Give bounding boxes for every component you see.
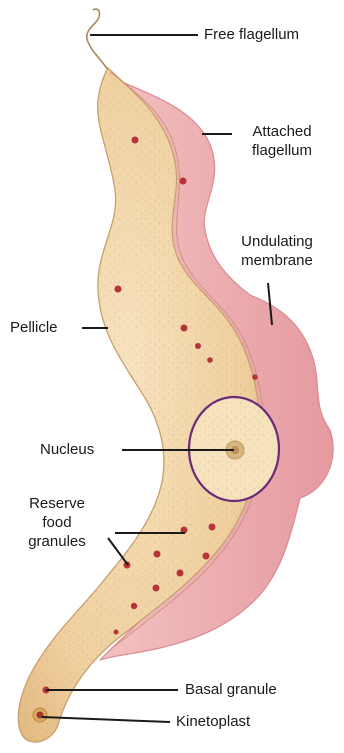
kinetoplast [33, 708, 47, 722]
label-reserve-food-granules: Reserve food granules [2, 494, 112, 551]
label-basal-granule: Basal granule [185, 680, 277, 699]
label-attached-flagellum-line1: Attached [232, 122, 332, 141]
label-undulating-membrane: Undulating membrane [222, 232, 332, 270]
label-reserve-food-line3: granules [2, 532, 112, 551]
label-pellicle: Pellicle [10, 318, 58, 337]
label-reserve-food-line2: food [2, 513, 112, 532]
label-attached-flagellum-line2: flagellum [232, 141, 332, 160]
label-undulating-membrane-line2: membrane [222, 251, 332, 270]
label-reserve-food-line1: Reserve [2, 494, 112, 513]
label-undulating-membrane-line1: Undulating [222, 232, 332, 251]
free-flagellum-line [87, 9, 108, 70]
label-nucleus: Nucleus [40, 440, 94, 459]
label-attached-flagellum: Attached flagellum [232, 122, 332, 160]
label-free-flagellum: Free flagellum [204, 25, 299, 44]
label-kinetoplast: Kinetoplast [176, 712, 250, 731]
